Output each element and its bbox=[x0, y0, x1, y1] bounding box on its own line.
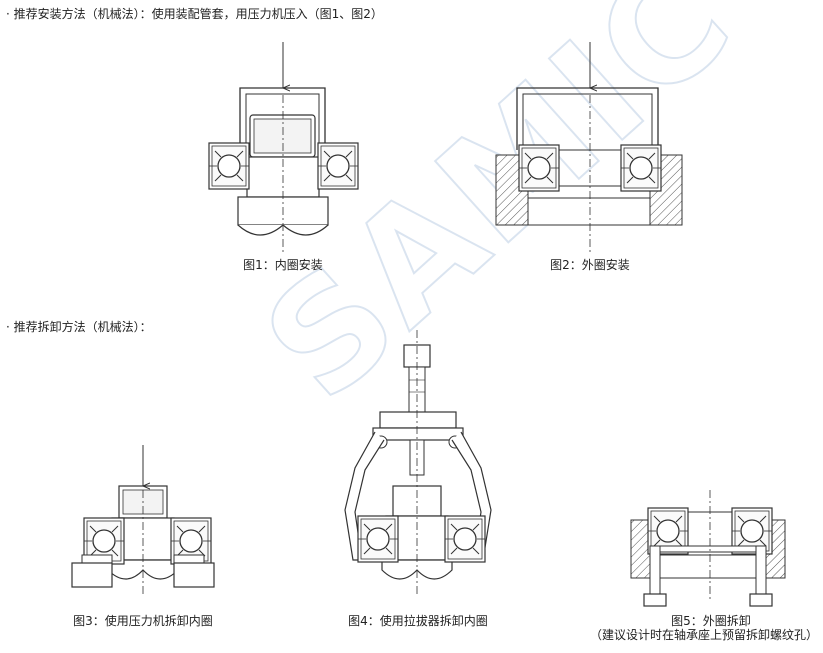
figure-5-outer-ring-removal bbox=[630, 490, 786, 607]
section-2-heading: · 推荐拆卸方法（机械法）： bbox=[6, 320, 152, 334]
caption-figure-5-line-1: 图5：外圈拆卸 bbox=[671, 614, 751, 628]
caption-figure-2: 图2：外圈安装 bbox=[550, 258, 630, 272]
figure-3-press-removal bbox=[71, 445, 215, 595]
figure-4-puller-removal bbox=[344, 330, 492, 595]
caption-figure-4: 图4：使用拉拔器拆卸内圈 bbox=[348, 614, 488, 628]
figure-1-inner-ring-install bbox=[208, 42, 359, 255]
caption-figure-1: 图1：内圈安装 bbox=[243, 258, 323, 272]
section-1-heading: · 推荐安装方法（机械法）：使用装配管套，用压力机压入（图1、图2） bbox=[6, 7, 383, 21]
figure-2-outer-ring-install bbox=[495, 42, 683, 252]
caption-figure-3: 图3：使用压力机拆卸内圈 bbox=[73, 614, 213, 628]
caption-figure-5-line-2: （建议设计时在轴承座上预留拆卸螺纹孔） bbox=[589, 628, 818, 642]
